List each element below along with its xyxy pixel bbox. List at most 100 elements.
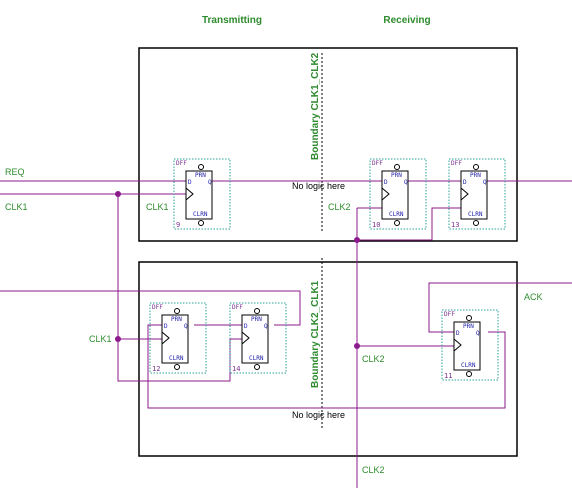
ff-d-label: D bbox=[244, 323, 248, 330]
ff-preset-label: PRN bbox=[195, 172, 206, 179]
wire-clk1-vertical bbox=[117, 194, 148, 382]
ff-body bbox=[460, 170, 488, 220]
ff-type-label: DFF bbox=[152, 304, 163, 311]
wire-clk2-ff13 bbox=[357, 207, 461, 241]
ff-body bbox=[381, 170, 409, 220]
ff-clear-label: CLRN bbox=[468, 211, 483, 218]
ff-type-label: DFF bbox=[451, 160, 462, 167]
ff-type-label: DFF bbox=[444, 311, 455, 318]
ff-type-label: DFF bbox=[372, 160, 383, 167]
ff-preset-label: PRN bbox=[251, 316, 262, 323]
ff-d-label: D bbox=[463, 179, 467, 186]
label-clk1-ff: CLK1 bbox=[146, 202, 169, 212]
ff-preset-label: PRN bbox=[391, 172, 402, 179]
preset-bubble bbox=[466, 315, 472, 321]
boundary-label-bottom: Boundary CLK2_CLK1 bbox=[310, 280, 321, 388]
ff-type-label: DFF bbox=[176, 160, 187, 167]
ff-q-label: Q bbox=[184, 323, 188, 330]
note-no-logic-bottom: No logic here bbox=[292, 410, 345, 420]
ff-clear-label: CLRN bbox=[169, 355, 184, 362]
ff-d-label: D bbox=[164, 323, 168, 330]
ff-d-label: D bbox=[384, 179, 388, 186]
ff-type-label: DFF bbox=[232, 304, 243, 311]
clock-triangle bbox=[161, 331, 170, 345]
wires bbox=[0, 180, 572, 488]
label-clk2-ff: CLK2 bbox=[328, 202, 351, 212]
preset-bubble bbox=[198, 164, 204, 170]
ff-outline bbox=[448, 158, 506, 230]
ff-body bbox=[185, 170, 213, 220]
clock-triangle bbox=[453, 338, 462, 352]
label-clk1-bottom: CLK1 bbox=[89, 334, 112, 344]
ff-number-label: 13 bbox=[451, 221, 459, 229]
label-ack: ACK bbox=[524, 292, 543, 302]
wire-ack-sync-out bbox=[0, 290, 301, 326]
preset-bubble bbox=[174, 308, 180, 314]
clear-bubble bbox=[394, 220, 400, 226]
ff-q-label: Q bbox=[483, 179, 487, 186]
preset-bubble bbox=[254, 308, 260, 314]
ff-q-label: Q bbox=[404, 179, 408, 186]
header-transmitting: Transmitting bbox=[202, 15, 262, 26]
ff-d-label: D bbox=[188, 179, 192, 186]
ff-outline bbox=[229, 302, 287, 374]
clear-bubble bbox=[254, 364, 260, 370]
clear-bubble bbox=[473, 220, 479, 226]
note-no-logic-top: No logic here bbox=[292, 181, 345, 191]
label-clk2-mid: CLK2 bbox=[362, 354, 385, 364]
ff-outline bbox=[441, 309, 499, 381]
wire-ack-to-ff12 bbox=[147, 324, 506, 409]
junction-clk2-top bbox=[354, 237, 360, 243]
ff-body bbox=[453, 321, 481, 371]
header-receiving: Receiving bbox=[383, 15, 430, 26]
ff-number-label: 9 bbox=[176, 221, 180, 229]
clock-triangle bbox=[241, 331, 250, 345]
ff-clear-label: CLRN bbox=[461, 362, 476, 369]
preset-bubble bbox=[473, 164, 479, 170]
clear-bubble bbox=[466, 371, 472, 377]
clear-bubble bbox=[198, 220, 204, 226]
top-domain-box bbox=[138, 47, 518, 242]
ff-number-label: 10 bbox=[372, 221, 380, 229]
clear-bubble bbox=[174, 364, 180, 370]
wire-ack-in bbox=[428, 282, 572, 333]
ff-body bbox=[241, 314, 269, 364]
ff-clear-label: CLRN bbox=[389, 211, 404, 218]
ff-preset-label: PRN bbox=[171, 316, 182, 323]
ff-clear-label: CLRN bbox=[193, 211, 208, 218]
ff-body bbox=[161, 314, 189, 364]
clock-triangle bbox=[460, 187, 469, 201]
bottom-domain-box bbox=[138, 261, 518, 457]
label-clk1-left: CLK1 bbox=[5, 202, 28, 212]
label-clk2-bottom: CLK2 bbox=[362, 465, 385, 475]
ff-q-label: Q bbox=[476, 330, 480, 337]
ff-preset-label: PRN bbox=[470, 172, 481, 179]
clock-triangle bbox=[381, 187, 390, 201]
ff-q-label: Q bbox=[208, 179, 212, 186]
ff-d-label: D bbox=[456, 330, 460, 337]
junction-clk2-mid bbox=[354, 343, 360, 349]
junction-clk1-top bbox=[115, 191, 121, 197]
ff-outline bbox=[173, 158, 231, 230]
ff-outline bbox=[149, 302, 207, 374]
preset-bubble bbox=[394, 164, 400, 170]
ff-q-label: Q bbox=[264, 323, 268, 330]
label-req: REQ bbox=[5, 167, 25, 177]
ff-clear-label: CLRN bbox=[249, 355, 264, 362]
ff-number-label: 14 bbox=[232, 365, 240, 373]
boundary-label-top: Boundary CLK1_CLK2 bbox=[310, 52, 321, 160]
ff-preset-label: PRN bbox=[463, 323, 474, 330]
clock-triangle bbox=[185, 187, 194, 201]
ff-outline bbox=[369, 158, 427, 230]
ff-number-label: 12 bbox=[152, 365, 160, 373]
ff-number-label: 11 bbox=[444, 372, 452, 380]
junction-clk1-bottom bbox=[115, 336, 121, 342]
